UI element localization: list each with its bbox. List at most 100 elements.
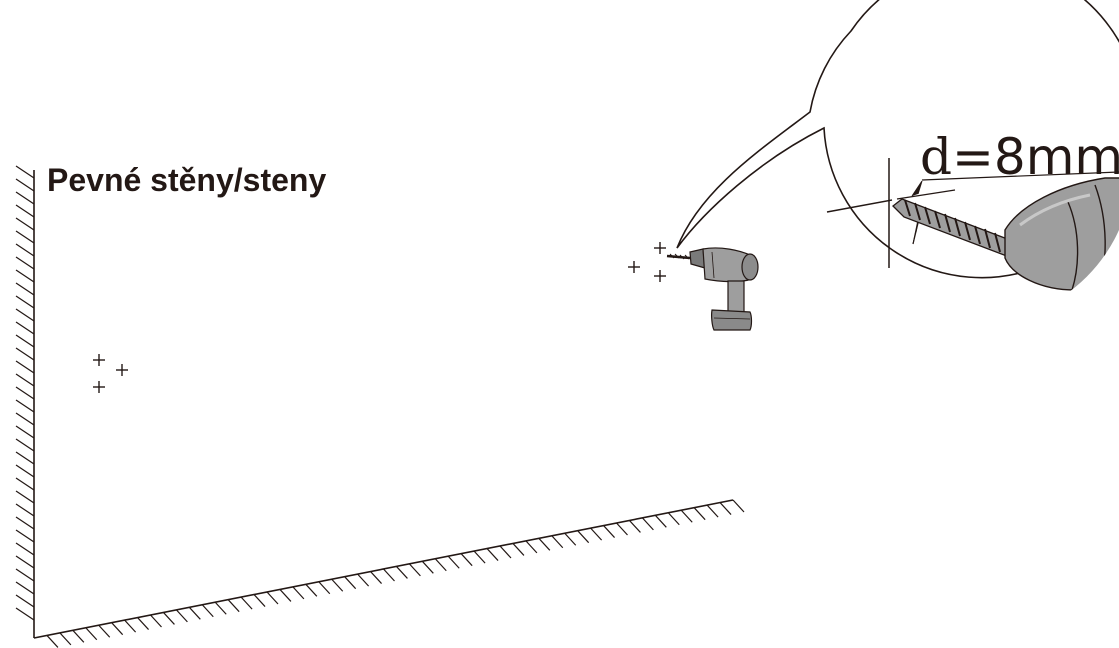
floor-hatch bbox=[680, 509, 693, 523]
wall-hatch bbox=[15, 425, 35, 439]
floor-hatch bbox=[279, 589, 292, 602]
floor-hatch bbox=[654, 514, 667, 528]
floor-hatch bbox=[72, 629, 85, 643]
wall-hatch bbox=[15, 568, 35, 582]
floor-hatch bbox=[214, 601, 227, 615]
drill-hole-mark bbox=[654, 242, 666, 254]
wall-hatch bbox=[15, 217, 35, 231]
wall-hatch bbox=[15, 503, 35, 517]
floor-hatch bbox=[188, 606, 201, 620]
floor-hatch bbox=[124, 619, 137, 633]
wall-hatch bbox=[15, 360, 35, 374]
floor-hatch bbox=[318, 581, 331, 595]
floor-hatch bbox=[305, 583, 318, 597]
wall-hatch bbox=[15, 269, 35, 283]
wall-hatch bbox=[15, 178, 35, 192]
floor-hatch bbox=[292, 586, 305, 600]
zoom-callout bbox=[676, 0, 1119, 279]
floor-hatch bbox=[499, 545, 512, 559]
floor-hatch bbox=[227, 599, 240, 613]
floor-hatch bbox=[370, 571, 382, 584]
floor-hatch bbox=[59, 632, 72, 646]
wall-hatch bbox=[15, 308, 35, 322]
floor-hatch bbox=[357, 573, 370, 587]
floor-hatch bbox=[564, 532, 577, 546]
floor-hatch bbox=[150, 614, 162, 628]
floor-hatch bbox=[163, 612, 175, 625]
drill-hole-marks-left bbox=[93, 354, 128, 393]
floor-hatch bbox=[266, 591, 279, 605]
wall-hatch bbox=[15, 607, 35, 621]
floor-hatch bbox=[460, 553, 473, 567]
floor-hatch bbox=[693, 507, 706, 521]
zoom-reference-line bbox=[826, 199, 893, 213]
floor-hatch bbox=[85, 627, 98, 641]
wall-hatch bbox=[15, 321, 35, 335]
wall-hatch bbox=[15, 399, 35, 413]
floor-surface bbox=[33, 499, 745, 648]
wall-hatch bbox=[15, 256, 35, 270]
floor-hatch bbox=[396, 566, 408, 579]
floor-hatch bbox=[551, 535, 564, 549]
wall-hatch bbox=[15, 373, 35, 387]
floor-hatch bbox=[408, 563, 421, 577]
floor-hatch bbox=[344, 576, 357, 590]
floor-hatch bbox=[253, 594, 266, 607]
wall-hatch bbox=[15, 347, 35, 361]
drill-hole-mark bbox=[93, 354, 105, 366]
floor-hatch bbox=[719, 502, 732, 515]
floor-hatch bbox=[137, 617, 149, 630]
floor-hatch bbox=[473, 550, 486, 564]
floor-hatch bbox=[98, 624, 111, 638]
floor-hatch bbox=[434, 558, 447, 572]
floor-hatch bbox=[46, 635, 59, 648]
wall-hatch bbox=[15, 490, 35, 504]
wall-hatch bbox=[15, 451, 35, 465]
drill-hole-mark bbox=[654, 270, 666, 282]
wall-hatch bbox=[15, 412, 35, 426]
floor-hatch bbox=[590, 527, 603, 541]
drill-hole-mark bbox=[116, 364, 128, 376]
wall-hatch bbox=[15, 165, 35, 179]
wall-hatch bbox=[15, 282, 35, 296]
floor-hatch bbox=[486, 548, 499, 561]
wall-surface bbox=[15, 165, 35, 638]
wall-hatch bbox=[15, 555, 35, 569]
drill-hole-mark bbox=[628, 261, 640, 273]
wall-hatch bbox=[15, 386, 35, 400]
wall-type-heading: Pevné stěny/steny bbox=[47, 162, 327, 198]
floor-hatch bbox=[240, 596, 253, 610]
dimension-leader bbox=[921, 171, 1119, 181]
wall-hatch bbox=[15, 204, 35, 218]
floor-hatch bbox=[706, 504, 719, 518]
floor-hatch bbox=[603, 525, 615, 538]
wall-hatch bbox=[15, 191, 35, 205]
drill-icon bbox=[666, 247, 759, 331]
drill-diameter-label: d=8mm bbox=[920, 132, 1119, 182]
floor-hatch bbox=[175, 609, 188, 623]
floor-hatch bbox=[629, 520, 641, 533]
floor-hatch bbox=[667, 512, 680, 526]
floor-hatch bbox=[383, 568, 395, 582]
wall-hatch bbox=[15, 516, 35, 530]
floor-hatch bbox=[421, 560, 434, 574]
wall-hatch bbox=[15, 230, 35, 244]
diameter-symbol: d bbox=[920, 128, 953, 186]
floor-hatch bbox=[447, 555, 460, 569]
floor-hatch bbox=[732, 499, 745, 513]
wall-hatch bbox=[15, 477, 35, 491]
floor-hatch bbox=[641, 517, 654, 531]
floor-hatch bbox=[616, 522, 628, 536]
wall-hatch bbox=[15, 594, 35, 608]
floor-hatch bbox=[111, 622, 124, 636]
wall-hatch bbox=[15, 581, 35, 595]
floor-hatch bbox=[331, 578, 344, 592]
wall-hatch bbox=[15, 464, 35, 478]
floor-hatch bbox=[577, 530, 590, 544]
wall-hatch bbox=[15, 438, 35, 452]
floor-hatch bbox=[538, 537, 551, 551]
wall-hatch bbox=[15, 295, 35, 309]
wall-hatch bbox=[15, 542, 35, 556]
